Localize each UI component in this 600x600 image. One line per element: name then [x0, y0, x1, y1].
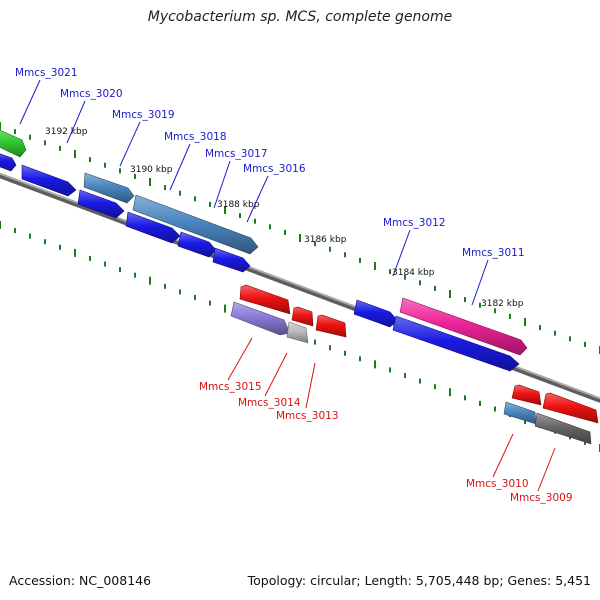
feature-3015[interactable]	[230, 301, 291, 336]
feature-3013[interactable]	[315, 314, 347, 338]
accession-text: Accession: NC_008146	[9, 573, 152, 588]
gene-label[interactable]: Mmcs_3020	[60, 88, 123, 100]
feature-3012[interactable]	[353, 299, 398, 328]
position-label: 3190 kbp	[130, 165, 173, 175]
gene-label[interactable]: Mmcs_3016	[243, 163, 306, 175]
gene-leader-line	[305, 362, 316, 409]
gene-leader-line	[19, 79, 41, 125]
gene-leader-line	[227, 337, 253, 381]
position-label-layer: 3192 kbp 3190 kbp 3188 kbp 3186 kbp 3184 kbp…	[45, 127, 524, 309]
gene-label[interactable]: Mmcs_3017	[205, 148, 268, 160]
feature-3019-upper[interactable]	[83, 172, 135, 204]
feature-3009-upper[interactable]	[542, 392, 599, 424]
gene-leader-line	[471, 259, 489, 306]
gene-leader-line	[213, 160, 231, 209]
feature-3016-lower[interactable]	[212, 247, 251, 273]
feature-3018-3017[interactable]	[132, 194, 259, 255]
gene-label[interactable]: Mmcs_3009	[510, 492, 573, 504]
feature-3021-partial[interactable]	[0, 128, 27, 158]
gene-leader-line	[264, 352, 288, 397]
gene-leader-line	[246, 175, 269, 223]
feature-3009[interactable]	[534, 412, 592, 445]
feature-3011-lower[interactable]	[392, 315, 520, 372]
feature-3017-lower[interactable]	[177, 231, 217, 258]
gene-label[interactable]: Mmcs_3021	[15, 67, 78, 79]
position-label: 3186 kbp	[304, 235, 347, 245]
gene-leader-line	[537, 447, 556, 492]
position-label: 3192 kbp	[45, 127, 88, 137]
feature-3010-upper[interactable]	[511, 384, 542, 406]
feature-3018-lower[interactable]	[125, 211, 181, 244]
position-label: 3184 kbp	[392, 268, 435, 278]
position-label: 3182 kbp	[481, 299, 524, 309]
gene-label[interactable]: Mmcs_3015	[199, 381, 262, 393]
gene-leader-line	[392, 229, 411, 277]
feature-3010[interactable]	[503, 401, 537, 425]
gene-label[interactable]: Mmcs_3019	[112, 109, 175, 121]
gene-leader-line	[119, 121, 141, 167]
gene-leader-line	[492, 433, 514, 478]
topology-text: Topology: circular; Length: 5,705,448 bp…	[247, 573, 591, 588]
feature-left-edge[interactable]	[0, 152, 17, 172]
feature-3014-upper[interactable]	[291, 306, 314, 327]
gene-label[interactable]: Mmcs_3014	[238, 397, 301, 409]
feature-3020[interactable]	[21, 164, 77, 197]
gene-leader-line	[169, 143, 191, 191]
map-title: Mycobacterium sp. MCS, complete genome	[147, 9, 453, 25]
feature-3015-upper[interactable]	[239, 284, 291, 315]
gene-label-layer: Mmcs_3021Mmcs_3020Mmcs_3019Mmcs_3018Mmcs…	[15, 67, 573, 504]
gene-label[interactable]: Mmcs_3013	[276, 410, 339, 422]
feature-3014[interactable]	[286, 321, 309, 344]
gene-leader-line	[66, 100, 86, 144]
feature-3011[interactable]	[399, 297, 528, 356]
gene-label[interactable]: Mmcs_3018	[164, 131, 227, 143]
gene-label[interactable]: Mmcs_3011	[462, 247, 525, 259]
position-label: 3188 kbp	[217, 200, 260, 210]
feature-3019-lower[interactable]	[77, 189, 125, 219]
gene-label[interactable]: Mmcs_3010	[466, 478, 529, 490]
gene-label[interactable]: Mmcs_3012	[383, 217, 446, 229]
feature-layer	[0, 128, 599, 445]
